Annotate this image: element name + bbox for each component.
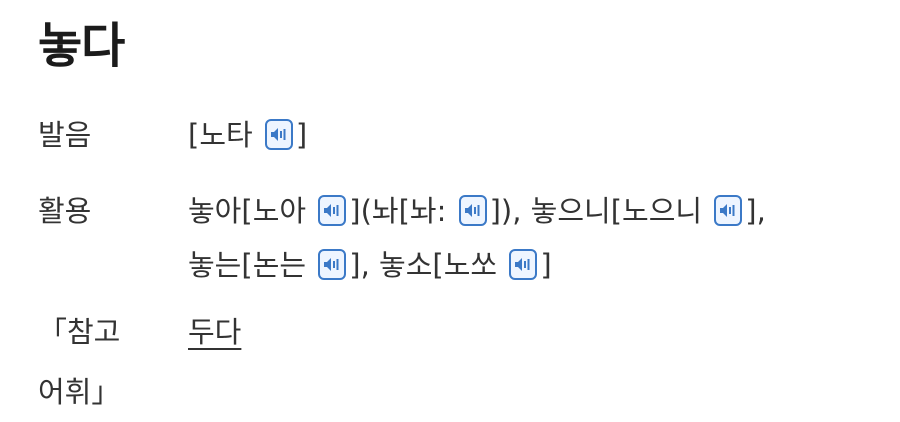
speaker-icon[interactable] — [318, 195, 347, 226]
pronunciation-row: 발음 [노타 ] — [38, 108, 307, 162]
conjugation-token: 논는 — [252, 248, 316, 282]
speaker-icon[interactable] — [714, 195, 743, 226]
entry-headword: 놓다 — [38, 18, 125, 74]
pronunciation-open-bracket: [ — [188, 118, 200, 152]
conjugation-body: 놓아[노아 ](놔[놔: ]), 놓으니[노으니 ], 놓는[논는 ], 놓소[… — [188, 184, 766, 292]
conjugation-line-2: 놓는[논는 ], 놓소[노쏘 ] — [188, 238, 766, 292]
conjugation-token: 놔: — [409, 194, 456, 228]
reference-body: 두다 — [188, 302, 241, 422]
conjugation-token: 노아 — [252, 194, 316, 228]
conjugation-label: 활용 — [38, 194, 92, 228]
speaker-icon[interactable] — [264, 119, 293, 150]
speaker-icon[interactable] — [458, 195, 487, 226]
conjugation-token: ], — [349, 248, 380, 282]
conjugation-token: 놓으니[ — [530, 194, 623, 228]
conjugation-token: ] — [540, 248, 552, 282]
conjugation-token: 노으니 — [622, 194, 712, 228]
conjugation-row: 활용 놓아[노아 ](놔[놔: ]), 놓으니[노으니 ], 놓는[논는 ], … — [38, 184, 766, 292]
conjugation-line-1: 놓아[노아 ](놔[놔: ]), 놓으니[노으니 ], — [188, 184, 766, 238]
conjugation-token: 노쏘 — [443, 248, 507, 282]
reference-label-line-1: 「참고 — [38, 315, 121, 349]
conjugation-token: 놓소[ — [379, 248, 444, 282]
speaker-icon[interactable] — [509, 249, 538, 280]
conjugation-token: ]( — [349, 194, 372, 228]
conjugation-token: ], — [745, 194, 766, 228]
reference-label-line-2: 어휘」 — [38, 375, 121, 409]
pronunciation-body: [노타 ] — [188, 108, 307, 162]
pronunciation-text: 노타 — [199, 118, 253, 152]
conjugation-token: ]), — [489, 194, 531, 228]
speaker-icon[interactable] — [318, 249, 347, 280]
reference-link[interactable]: 두다 — [188, 315, 242, 349]
pronunciation-label: 발음 — [38, 118, 92, 152]
conjugation-token: 놓아[ — [188, 194, 253, 228]
conjugation-token: 놓는[ — [188, 248, 253, 282]
pronunciation-close-bracket: ] — [295, 118, 308, 152]
reference-label: 「참고 어휘」 — [38, 302, 188, 422]
conjugation-token: 놔[ — [371, 194, 410, 228]
reference-row: 「참고 어휘」 두다 — [38, 302, 241, 422]
